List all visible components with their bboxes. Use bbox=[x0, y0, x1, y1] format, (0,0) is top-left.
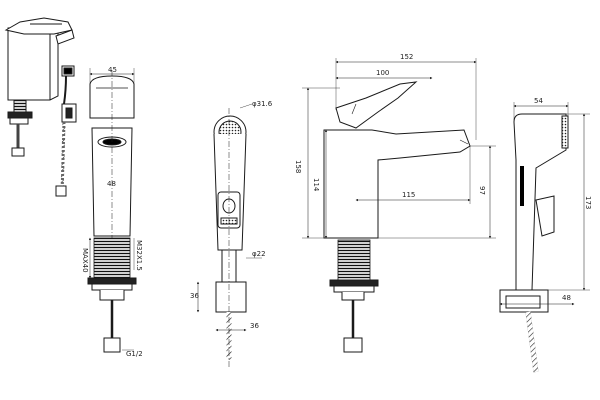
dim-sprayer-bracket-width: 36 bbox=[250, 322, 259, 330]
dim-sprayer-hose-dia: φ22 bbox=[252, 250, 266, 258]
dim-front-body-mark: 48 bbox=[107, 180, 116, 188]
dim-front-top-width: 45 bbox=[108, 66, 117, 74]
dim-side-body-height: 114 bbox=[312, 178, 320, 192]
dim-front-thread: M32X1.5 bbox=[135, 240, 143, 271]
dim-sprayer-head-dia: φ31.6 bbox=[252, 100, 273, 108]
dim-sprayer-bracket-height: 36 bbox=[190, 292, 199, 300]
sprayer-front-view bbox=[196, 103, 262, 368]
dim-side-outlet-height: 97 bbox=[478, 186, 486, 195]
dim-sprayer-side-height: 173 bbox=[584, 196, 592, 209]
dim-side-spout-reach: 100 bbox=[376, 69, 389, 77]
dim-side-overall-length: 152 bbox=[400, 53, 413, 61]
dim-front-hose-thread: G1/2 bbox=[126, 350, 143, 358]
dim-sprayer-side-head-width: 54 bbox=[534, 97, 543, 105]
front-view bbox=[87, 68, 137, 353]
sprayer-side-view bbox=[499, 102, 590, 373]
dim-front-maxlen: MAX40 bbox=[81, 248, 89, 273]
dim-side-overall-height: 158 bbox=[294, 160, 302, 173]
dim-sprayer-side-bracket-depth: 48 bbox=[562, 294, 571, 302]
side-view bbox=[302, 58, 496, 353]
dim-side-spout-projection: 115 bbox=[402, 191, 415, 199]
isometric-view bbox=[4, 17, 77, 197]
